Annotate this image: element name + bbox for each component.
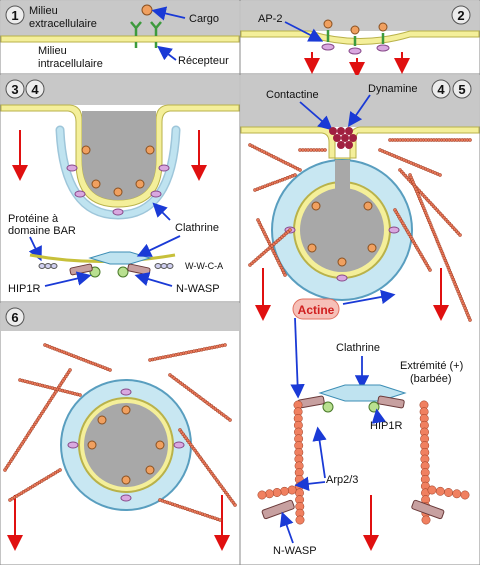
label-bar-protein-1: Protéine à: [8, 213, 59, 225]
label-milieu-intra-1: Milieu: [38, 45, 67, 57]
label-extremite-1: Extrémité (+): [400, 360, 463, 372]
step-badge-2: [451, 5, 471, 25]
panel-3-4: 3 4 Protéine à domaine BAR: [0, 75, 240, 295]
label-wwca: W-W-C-A: [185, 261, 223, 271]
label-nwasp: N-WASP: [176, 283, 220, 295]
label-cargo: Cargo: [189, 13, 219, 25]
step-number-1: 1: [11, 8, 18, 23]
label-milieu-intra-2: intracellulaire: [38, 58, 103, 70]
nwasp-left: [261, 499, 295, 520]
label-contactine: Contactine: [266, 89, 319, 101]
step-number-4b: 4: [437, 82, 445, 97]
step-number-2: 2: [457, 8, 464, 23]
label-hip1r: HIP1R: [8, 283, 40, 295]
actin-filaments-lower: [257, 400, 470, 525]
step-badge-1: [5, 5, 25, 25]
label-ap2: AP-2: [258, 13, 282, 25]
label-milieu-extra-2: extracellulaire: [29, 18, 97, 30]
small-linker-left: [38, 263, 58, 269]
label-dynamine: Dynamine: [368, 83, 418, 95]
step-badge-6: [5, 307, 25, 327]
small-linker-right: [154, 263, 174, 269]
cargo-icon: [141, 4, 153, 16]
panel-2: 2 AP-2: [240, 1, 480, 78]
step-number-5: 5: [458, 82, 465, 97]
label-recepteur: Récepteur: [178, 55, 229, 67]
label-milieu-extra-1: Milieu: [29, 5, 58, 17]
receptor-cargo-1: [130, 21, 142, 48]
actine-badge: [292, 298, 340, 320]
step-number-4: 4: [31, 82, 39, 97]
label-bar-protein-2: domaine BAR: [8, 225, 76, 237]
panel-6: 6: [1, 303, 239, 551]
step-badge-3: [5, 79, 25, 99]
panel-1: 1 Milieu extracellulaire Milieu intracel…: [0, 1, 240, 70]
vesicle-cargos: [67, 388, 185, 502]
step-number-3: 3: [11, 82, 18, 97]
label-nwasp-2: N-WASP: [273, 545, 317, 557]
dynamin-ring: [329, 127, 357, 149]
step-number-6: 6: [11, 310, 18, 325]
nwasp-right: [411, 499, 445, 520]
coat-cargos: [66, 145, 170, 216]
panel-4-5: 4 5 Contactine Dynamine: [240, 75, 480, 557]
actin-filaments-upper: [248, 138, 472, 322]
step-badge-4b: [431, 79, 451, 99]
step-badge-4: [25, 79, 45, 99]
label-clathrine-2: Clathrine: [336, 342, 380, 354]
receptor-cargo-2: [150, 21, 162, 48]
label-clathrine: Clathrine: [175, 222, 219, 234]
label-extremite-2: (barbée): [410, 373, 452, 385]
step-badge-5: [452, 79, 472, 99]
label-arp23: Arp2/3: [326, 474, 358, 486]
actin-filaments-panel6: [3, 343, 237, 522]
adaptor-ap2-group: [321, 19, 390, 55]
label-hip1r-2: HIP1R: [370, 420, 402, 432]
label-actine: Actine: [298, 303, 335, 317]
